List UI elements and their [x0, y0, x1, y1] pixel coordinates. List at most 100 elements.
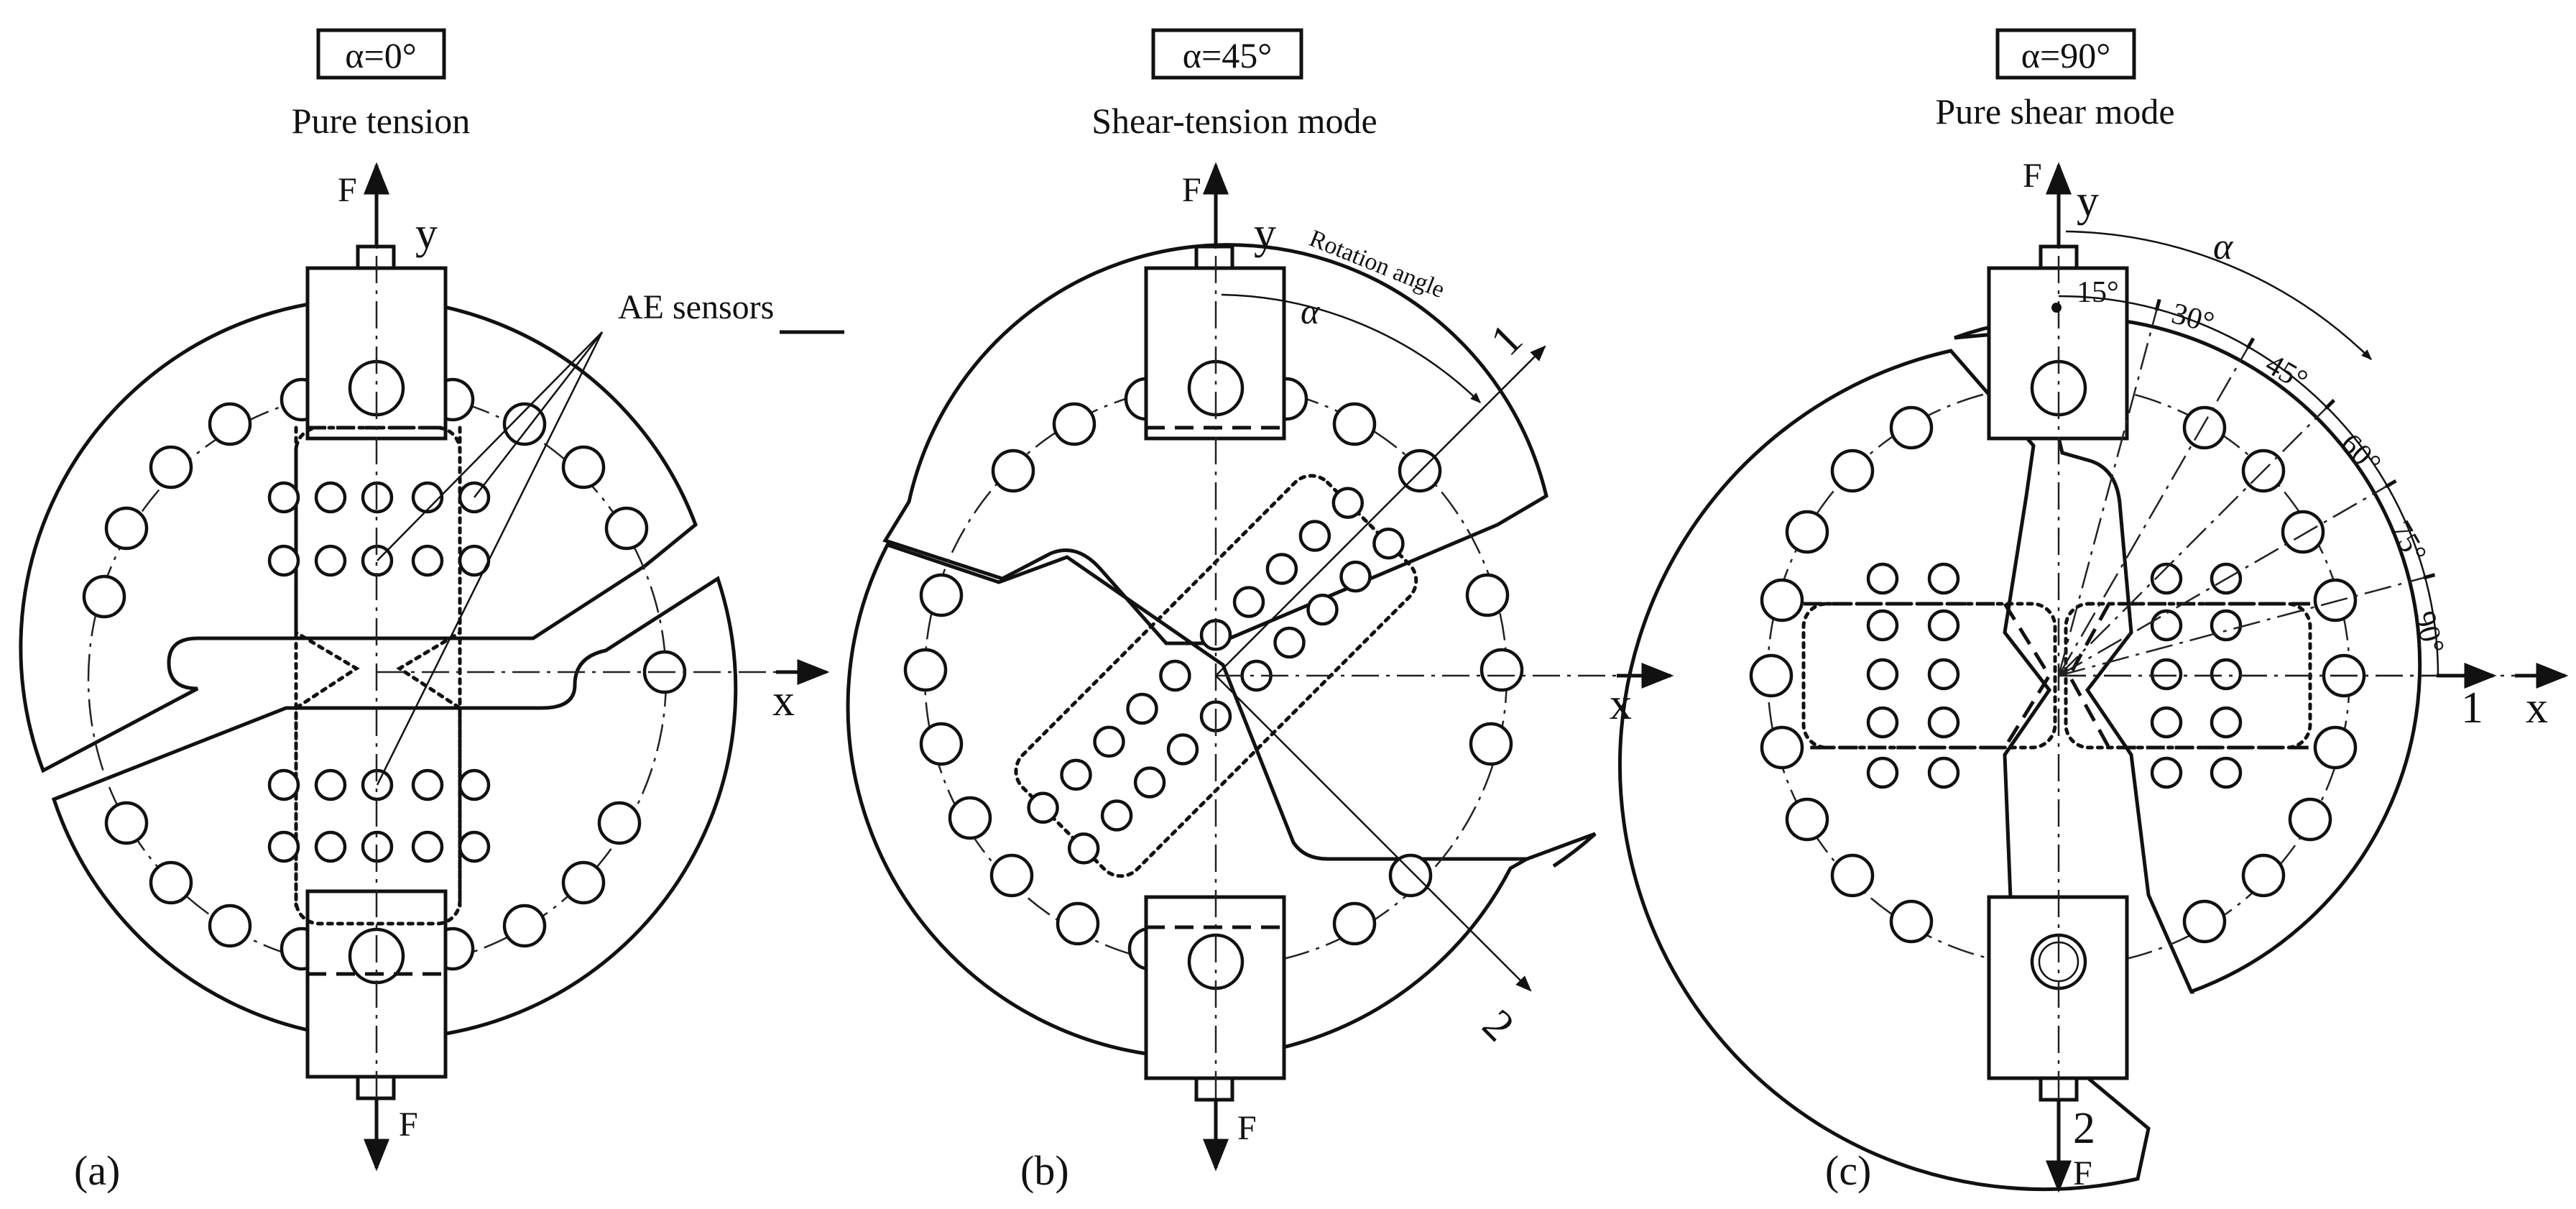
sensor-array-c	[1866, 562, 2243, 789]
axes-a: F F y x	[338, 162, 830, 1172]
upper-plate-half-b	[882, 243, 1548, 645]
sensor	[267, 481, 300, 514]
callout-pointer	[474, 331, 603, 498]
y-label-c: y	[2077, 177, 2099, 226]
callout-a: AE sensors	[376, 288, 844, 786]
bolt-hole	[2182, 405, 2227, 450]
sensor	[1067, 832, 1100, 865]
sensor	[1866, 609, 1899, 642]
pivot-dot-c	[2051, 303, 2062, 313]
rotation-arc-b	[1221, 293, 1482, 404]
bolt-hole	[1889, 899, 1934, 944]
force-label-bottom-c: F	[2073, 1154, 2092, 1192]
sensor	[1126, 692, 1158, 725]
right-window-dot-c	[2064, 602, 2312, 750]
bolt-hole	[2288, 797, 2332, 842]
sensor	[1060, 758, 1092, 791]
bolt-hole	[948, 796, 992, 840]
axis-2-b	[1215, 675, 1532, 992]
callout-label-a: AE sensors	[618, 288, 774, 326]
panel-label-c: (c)	[1825, 1147, 1871, 1194]
angle-ray	[2058, 576, 2426, 677]
bolt-hole	[1830, 853, 1875, 898]
bolt-hole	[1785, 797, 1829, 842]
rotation-angle-label-b: Rotation angle	[1306, 225, 1449, 303]
angle-tick-label: 15°	[2077, 276, 2119, 309]
mode-label-c: Pure shear mode	[1935, 91, 2174, 132]
left-plate-half-c	[1618, 349, 2151, 1191]
sensor	[1159, 659, 1191, 692]
bolt-hole	[991, 449, 1035, 493]
bolt-hole	[2182, 899, 2227, 944]
sensor	[1927, 609, 1960, 642]
force-label-top-c: F	[2023, 157, 2042, 195]
force-label-top-b: F	[1182, 171, 1201, 209]
sensor	[2150, 609, 2183, 642]
bolt-hole	[919, 573, 964, 617]
sensor	[2210, 658, 2243, 691]
sensor	[1927, 658, 1960, 691]
sensor	[1265, 553, 1298, 585]
bolt-hole	[903, 648, 948, 692]
panel-label-b: (b)	[1020, 1147, 1069, 1194]
plate-bolts-b	[903, 377, 1524, 971]
lower-plate-half-b	[846, 542, 1534, 1059]
sensor	[1133, 766, 1166, 799]
tick-arc-c	[2058, 295, 2439, 676]
sensor	[1093, 725, 1125, 758]
rod-bottom-b	[1194, 1076, 1234, 1102]
sensor	[458, 830, 491, 863]
angle-tick-label: 90°	[2407, 608, 2450, 658]
bolt-hole	[604, 506, 649, 551]
bolt-hole	[1332, 402, 1377, 446]
sensor	[1339, 560, 1372, 593]
bolt-hole	[1388, 853, 1433, 898]
axis-1-label-c: 1	[2461, 684, 2483, 732]
sensor	[2210, 756, 2243, 789]
right-plate-half-c	[1954, 315, 2422, 994]
sensor	[1927, 562, 1960, 595]
mode-label-a: Pure tension	[292, 101, 471, 141]
sensor	[2150, 706, 2183, 739]
sensor-array-a	[267, 481, 491, 863]
bolt-hole	[597, 801, 642, 845]
specimen-plate-a	[19, 297, 738, 1041]
panel-c-header: α=90° Pure shear mode	[1935, 28, 2175, 132]
force-label-bottom-b: F	[1237, 1109, 1257, 1147]
bolt-hole	[561, 445, 606, 489]
panel-c: α=90° Pure shear mode	[1618, 28, 2569, 1194]
bolt-hole	[502, 904, 547, 948]
angle-fan-c	[2057, 298, 2448, 678]
bolt-hole	[1479, 648, 1524, 692]
right-window-dash-c	[2067, 602, 2310, 750]
bolt-hole	[1469, 722, 1513, 766]
axis-1-label-b: 1	[1482, 315, 1532, 365]
bolt-hole	[1785, 510, 1829, 554]
axis-2-label-c: 2	[2073, 1104, 2095, 1153]
sensor	[1866, 658, 1899, 691]
sensor	[2150, 562, 2183, 595]
bolt-hole	[1056, 901, 1100, 946]
angle-box-c	[1995, 28, 2136, 80]
panel-b: α=45° Shear-tension mode	[846, 28, 1674, 1194]
angle-ray	[2058, 406, 2328, 676]
bolt-hole	[104, 801, 149, 845]
bolt-hole	[1749, 653, 1793, 698]
sensor	[314, 481, 347, 514]
panel-b-header: α=45° Shear-tension mode	[1091, 28, 1377, 141]
mode-label-b: Shear-tension mode	[1091, 101, 1377, 141]
bolt-hole	[2281, 510, 2325, 554]
force-label-top-a: F	[338, 171, 357, 209]
bolt-hole	[1889, 405, 1934, 450]
panel-a: α=0° Pure tension	[19, 28, 844, 1194]
sensor	[267, 544, 300, 577]
left-window-dot-c	[1801, 602, 2057, 750]
bolt-hole	[1052, 402, 1097, 446]
bolt-hole	[989, 853, 1034, 898]
sensor	[1273, 626, 1306, 659]
callout-pointer	[377, 331, 603, 561]
sensor	[1927, 756, 1960, 789]
sensor	[314, 544, 347, 577]
plate-bolts-c	[1749, 405, 2366, 944]
